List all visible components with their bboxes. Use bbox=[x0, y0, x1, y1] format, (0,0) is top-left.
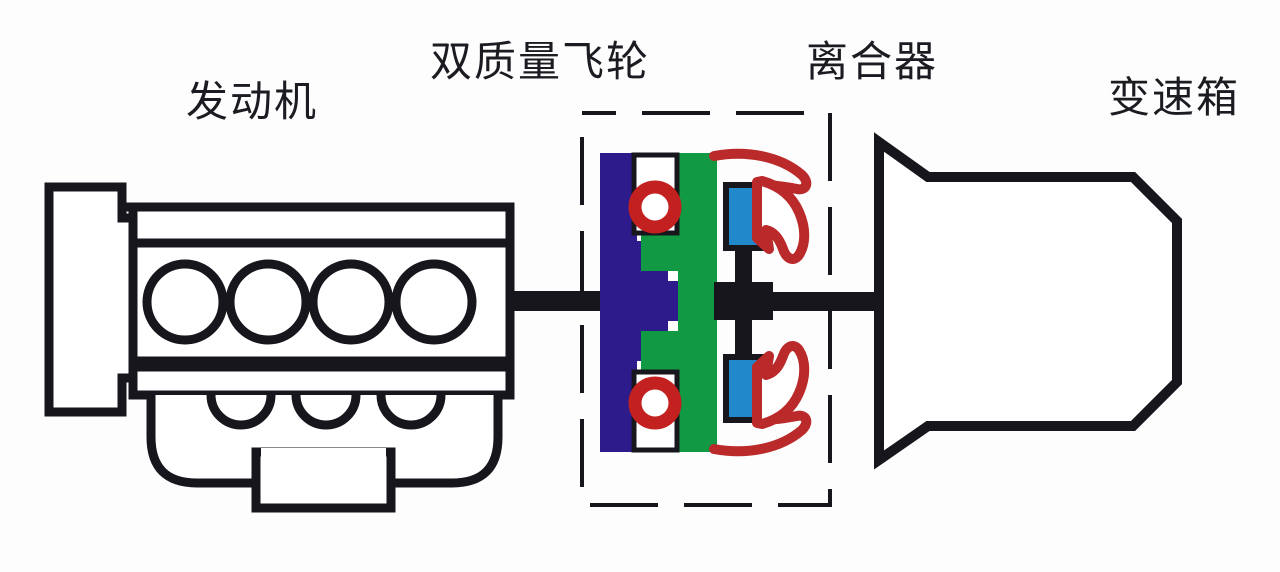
engine-left-flange bbox=[44, 182, 138, 417]
dmf-arc-spring-lower bbox=[628, 376, 682, 430]
engine-cylinder-4 bbox=[391, 259, 477, 345]
clutch-assembly bbox=[709, 148, 889, 457]
transmission-input-shaft bbox=[714, 292, 889, 311]
clutch-diaphragm-spring-upper-lever bbox=[752, 176, 810, 264]
label-clutch: 离合器 bbox=[806, 40, 939, 86]
engine-oil-pan-top-mask bbox=[261, 448, 386, 458]
transmission-bell-housing bbox=[874, 132, 1182, 470]
engine-valve-cover bbox=[122, 202, 515, 248]
engine-cylinder-2 bbox=[225, 259, 311, 345]
crankshaft-engine-to-flywheel bbox=[508, 291, 608, 311]
dmf-primary-mass bbox=[600, 153, 700, 452]
engine-crankcase-rail bbox=[128, 362, 515, 400]
dual-mass-flywheel-assembly bbox=[600, 152, 717, 453]
engine-crank-lobe-1 bbox=[206, 394, 276, 430]
engine-cylinder-1 bbox=[142, 259, 228, 345]
label-dual-mass-flywheel: 双质量飞轮 bbox=[430, 40, 651, 86]
engine-assembly bbox=[44, 182, 515, 513]
engine-cylinder-3 bbox=[308, 259, 394, 345]
clutch-diaphragm-spring-lower-lever bbox=[752, 341, 810, 429]
dmf-arc-spring-upper bbox=[628, 180, 682, 234]
engine-crank-lobe-3 bbox=[376, 394, 446, 430]
engine-crank-lobe-2 bbox=[291, 394, 361, 430]
dmf-secondary-mass bbox=[641, 153, 717, 452]
engine-oil-pan bbox=[251, 447, 396, 513]
label-engine: 发动机 bbox=[186, 80, 319, 126]
label-gearbox: 变速箱 bbox=[1108, 76, 1241, 122]
